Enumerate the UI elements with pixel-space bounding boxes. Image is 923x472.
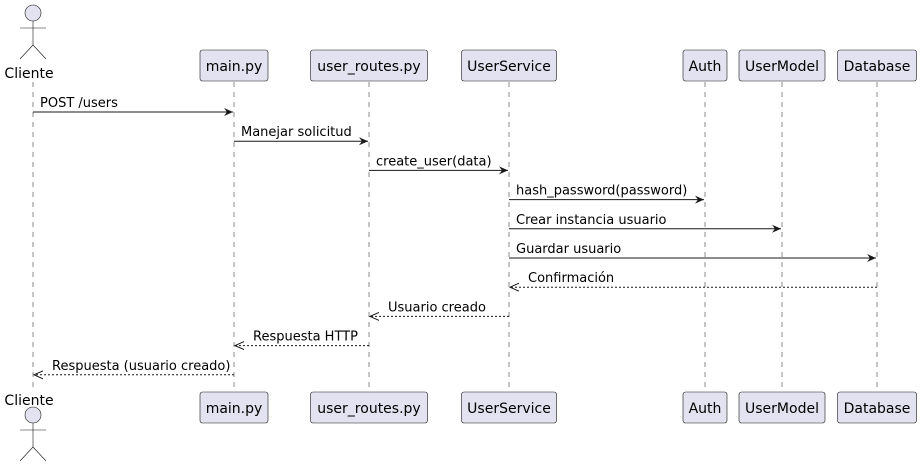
message-10: Respuesta (usuario creado)	[34, 359, 234, 375]
participant-user_routes-top: user_routes.py	[310, 49, 428, 82]
participant-user_model-bottom: UserModel	[738, 391, 826, 424]
participant-label: UserModel	[745, 59, 819, 75]
participant-main-bottom: main.py	[199, 391, 269, 424]
participant-box	[738, 391, 826, 424]
participant-label: UserModel	[745, 401, 819, 417]
participant-label: user_routes.py	[317, 401, 420, 417]
message-label: Manejar solicitud	[241, 125, 352, 140]
actor-cliente-top: Cliente	[4, 4, 54, 82]
message-label: Respuesta (usuario creado)	[52, 359, 230, 374]
participant-box	[682, 49, 728, 82]
participant-label: UserService	[467, 401, 551, 417]
message-4: hash_password(password)	[509, 184, 704, 204]
participant-box	[682, 391, 728, 424]
participant-auth-bottom: Auth	[682, 391, 728, 424]
participant-box	[837, 49, 917, 82]
participant-user_service-bottom: UserService	[461, 391, 557, 424]
message-label: hash_password(password)	[516, 184, 687, 199]
participant-user_routes-bottom: user_routes.py	[310, 391, 428, 424]
participant-main-top: main.py	[199, 49, 269, 82]
message-6: Guardar usuario	[509, 242, 876, 262]
lifelines	[32, 82, 878, 392]
message-9: Respuesta HTTP	[235, 330, 369, 346]
participant-box	[199, 391, 269, 424]
participant-label: Database	[844, 59, 911, 75]
participant-auth-top: Auth	[682, 49, 728, 82]
participant-database-bottom: Database	[837, 391, 917, 424]
participant-label: Auth	[689, 401, 722, 417]
participant-box	[461, 49, 557, 82]
actor-head-icon	[24, 4, 42, 22]
message-1: POST /users	[33, 96, 233, 116]
message-label: Guardar usuario	[516, 242, 621, 257]
participants-top: Cliente main.py user_routes.py UserService A…	[4, 4, 917, 82]
participant-label: user_routes.py	[317, 59, 420, 75]
message-label: Crear instancia usuario	[516, 213, 667, 228]
message-7: Confirmación	[510, 271, 877, 287]
message-3: create_user(data)	[369, 154, 508, 175]
message-2: Manejar solicitud	[234, 125, 368, 146]
actor-label: Cliente	[4, 66, 53, 82]
participants-bottom: Cliente main.py user_routes.py UserService A…	[4, 391, 917, 462]
participant-box	[461, 391, 557, 424]
message-8: Usuario creado	[370, 300, 509, 316]
participant-user_service-top: UserService	[461, 49, 557, 82]
participant-label: main.py	[206, 59, 263, 75]
participant-database-top: Database	[837, 49, 917, 82]
participant-label: UserService	[467, 59, 551, 75]
participant-box	[310, 49, 428, 82]
participant-box	[837, 391, 917, 424]
message-label: Respuesta HTTP	[253, 330, 358, 345]
participant-label: Database	[844, 401, 911, 417]
actor-label: Cliente	[4, 393, 53, 409]
actor-legs	[19, 44, 47, 60]
message-5: Crear instancia usuario	[509, 213, 781, 233]
participant-box	[199, 49, 269, 82]
message-label: create_user(data)	[376, 154, 492, 169]
participant-box	[310, 391, 428, 424]
participant-label: Auth	[689, 59, 722, 75]
actor-head-icon	[24, 406, 42, 424]
message-label: POST /users	[40, 96, 118, 111]
participant-label: main.py	[206, 401, 263, 417]
message-label: Usuario creado	[388, 300, 486, 315]
actor-legs	[19, 446, 47, 462]
actor-cliente-bottom: Cliente	[4, 393, 54, 462]
message-label: Confirmación	[528, 271, 614, 286]
participant-user_model-top: UserModel	[738, 49, 826, 82]
participant-box	[738, 49, 826, 82]
